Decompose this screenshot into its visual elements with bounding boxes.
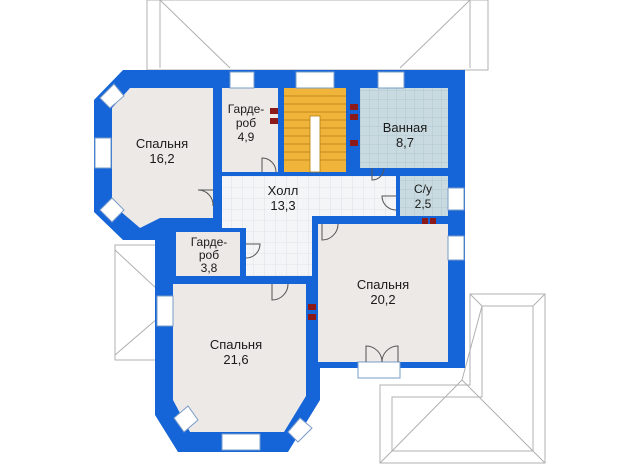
label-bathroom-area: 8,7 xyxy=(396,135,414,150)
label-wc-name: С/у xyxy=(414,182,432,196)
window-sw-diag xyxy=(99,197,125,223)
window-se-diag xyxy=(287,417,313,443)
stair-treads xyxy=(284,95,346,173)
label-bedroom-sw-area: 21,6 xyxy=(223,352,248,367)
roof-right xyxy=(379,293,546,464)
floor-hall xyxy=(222,176,396,276)
door-bedroom-e xyxy=(321,223,339,241)
door-bath xyxy=(371,167,385,181)
roof-top xyxy=(146,0,489,71)
door-balcony xyxy=(365,345,399,363)
door-wc xyxy=(381,195,397,211)
label-bedroom-nw-name: Спальня xyxy=(136,136,188,151)
floor-bathroom xyxy=(360,88,448,168)
window-top-1 xyxy=(229,71,255,89)
floor-bedroom-sw xyxy=(173,284,306,432)
label-bedroom-sw-name: Спальня xyxy=(210,337,262,352)
label-wardrobe-top-b: роб xyxy=(236,116,256,130)
window-left xyxy=(94,137,112,169)
label-bedroom-e-name: Спальня xyxy=(357,277,409,292)
window-top-3 xyxy=(377,71,405,89)
label-wardrobe-top-a: Гарде- xyxy=(228,102,265,116)
window-top-2 xyxy=(295,71,335,89)
floor-wc xyxy=(400,176,448,216)
windows xyxy=(94,71,465,451)
label-wardrobe-bottom-a: Гарде- xyxy=(191,235,228,249)
room-floors xyxy=(112,88,448,432)
window-nw-diag xyxy=(99,83,125,109)
door-wardrobe-bottom xyxy=(245,243,261,259)
door-wardrobe-top xyxy=(261,157,277,173)
floor-wardrobe-top xyxy=(222,88,278,172)
label-hall-area: 13,3 xyxy=(270,198,295,213)
door-bedroom-sw xyxy=(271,283,289,301)
window-sw-bot-diag xyxy=(173,405,199,433)
label-wc-area: 2,5 xyxy=(415,197,432,211)
window-bottom xyxy=(221,433,261,451)
floor-wardrobe-bottom xyxy=(176,232,240,276)
floor-bedroom-e xyxy=(318,224,448,362)
label-bedroom-nw-area: 16,2 xyxy=(149,151,174,166)
label-wardrobe-top-area: 4,9 xyxy=(238,130,255,144)
label-wardrobe-bottom-b: роб xyxy=(199,248,219,262)
room-labels: Спальня 16,2 Гарде- роб 4,9 Ванная 8,7 Х… xyxy=(136,102,432,367)
roof-left xyxy=(114,244,161,361)
label-hall-name: Холл xyxy=(268,183,299,198)
door-bedroom-nw xyxy=(197,189,214,207)
label-bedroom-e-area: 20,2 xyxy=(370,292,395,307)
label-bathroom-name: Ванная xyxy=(383,120,428,135)
floor-bedroom-nw xyxy=(112,88,213,228)
window-bottom-door xyxy=(357,361,401,379)
vent-blocks xyxy=(270,104,436,320)
window-right-2 xyxy=(447,235,465,261)
label-wardrobe-bottom-area: 3,8 xyxy=(201,261,218,275)
window-left-lower xyxy=(156,295,174,327)
window-right-1 xyxy=(447,187,465,211)
doors xyxy=(197,157,399,363)
